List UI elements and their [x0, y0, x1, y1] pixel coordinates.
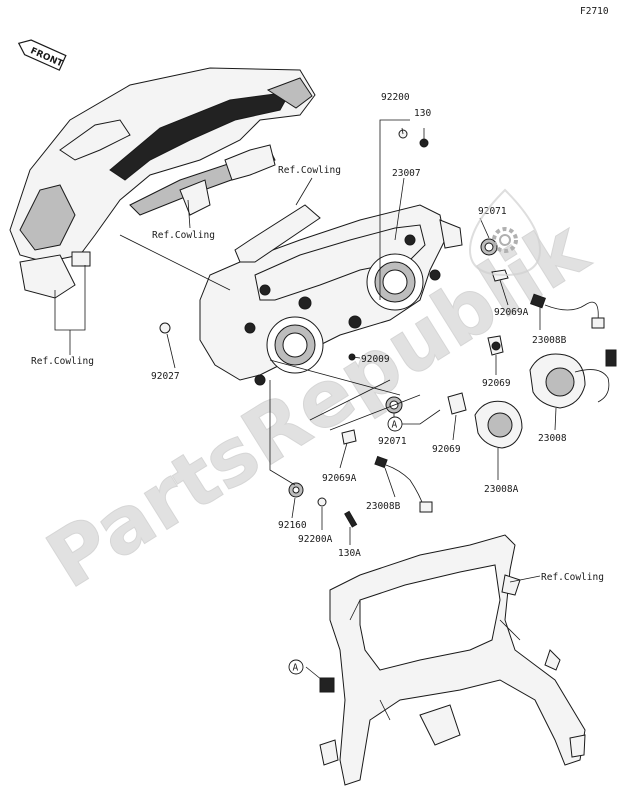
label-ref-cowling-center: Ref.Cowling: [278, 165, 341, 176]
label-92200A: 92200A: [298, 534, 333, 545]
label-ref-cowling-left-bottom: Ref.Cowling: [31, 356, 94, 367]
label-92027: 92027: [151, 371, 180, 382]
watermark-drop-icon: [468, 188, 542, 277]
label-92069A-top: 92069A: [494, 307, 529, 318]
headlight-bracket-frame: [319, 534, 586, 786]
reference-marker-a-middle: A: [387, 416, 403, 432]
label-92071-bottom: 92071: [378, 436, 407, 447]
front-arrow-icon: FRONT: [17, 39, 67, 71]
label-23007: 23007: [392, 168, 421, 179]
label-92071-top: 92071: [478, 206, 507, 217]
label-92160: 92160: [278, 520, 307, 531]
label-92009: 92009: [361, 354, 390, 365]
part-labels: 92200 130 23007 Ref.Cowling Ref.Cowling …: [31, 92, 604, 583]
label-92200-top: 92200: [381, 92, 410, 103]
leader-lines: [54, 119, 557, 681]
headlight-assembly-23007: [199, 204, 463, 386]
label-92069-bottom: 92069: [432, 444, 461, 455]
svg-text:A: A: [392, 420, 398, 431]
label-23008B-bottom: 23008B: [366, 501, 401, 512]
diagram-id: F2710: [580, 6, 609, 17]
label-23008: 23008: [538, 433, 567, 444]
label-23008A: 23008A: [484, 484, 519, 495]
label-130A: 130A: [338, 548, 361, 559]
gear-icon: [492, 227, 518, 253]
svg-text:A: A: [293, 663, 299, 674]
label-ref-cowling-left-mid: Ref.Cowling: [152, 230, 215, 241]
label-92069A-bottom: 92069A: [322, 473, 357, 484]
label-ref-cowling-right: Ref.Cowling: [541, 572, 604, 583]
upper-cowling-assembly: [9, 67, 316, 299]
reference-marker-a-bottom: A: [288, 659, 304, 675]
label-23008B-top: 23008B: [532, 335, 567, 346]
bulb-sockets: [159, 129, 617, 528]
label-130-top: 130: [414, 108, 431, 119]
label-92069-top: 92069: [482, 378, 511, 389]
